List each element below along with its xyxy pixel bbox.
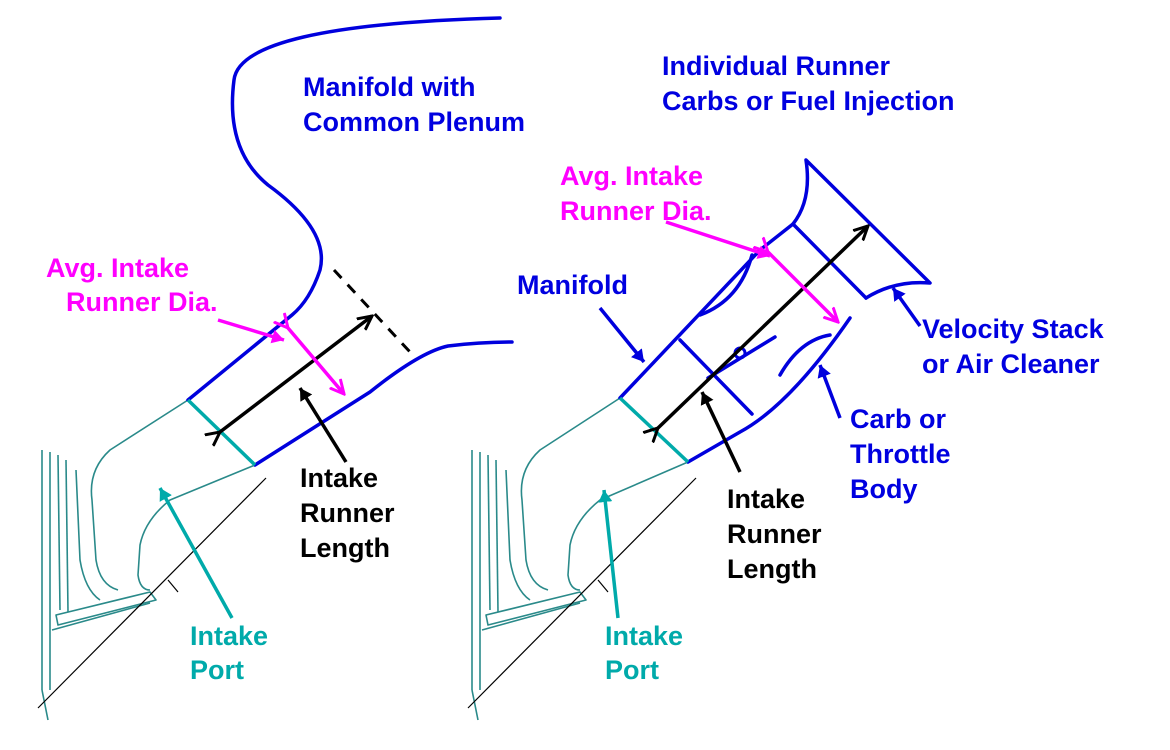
right-panel: Individual Runner Carbs or Fuel Injectio… [467, 51, 1111, 721]
left-valve-stem-tick [167, 579, 179, 593]
right-manifold-pointer [598, 306, 646, 364]
left-length-pointer [298, 387, 348, 463]
right-runner-diameter-arrow [768, 252, 838, 322]
left-runner-diameter-arrow [288, 328, 344, 394]
left-port-label: Intake Port [190, 621, 276, 685]
left-valve-seat-line [37, 477, 267, 709]
right-port-label: Intake Port [605, 621, 691, 685]
left-diameter-pointer [217, 318, 285, 344]
right-length-pointer [700, 391, 742, 473]
left-diameter-label: Avg. Intake Runner Dia. [46, 253, 218, 317]
right-carb-label: Carb or Throttle Body [850, 404, 958, 504]
left-cylinder-head [41, 399, 256, 721]
right-stack-pointer [891, 286, 922, 328]
right-diameter-label: Avg. Intake Runner Dia. [560, 161, 712, 226]
right-valve-stem-tick [597, 579, 609, 593]
right-valve-seat-line [467, 477, 697, 709]
right-title: Individual Runner Carbs or Fuel Injectio… [662, 51, 955, 116]
right-port-pointer [598, 489, 620, 619]
right-stack-label: Velocity Stack or Air Cleaner [922, 314, 1111, 379]
left-title: Manifold with Common Plenum [303, 72, 525, 137]
left-plenum-dash-line [332, 268, 412, 354]
left-port-pointer [158, 487, 234, 619]
left-panel: Manifold with Common Plenum Avg. Intake … [37, 16, 525, 721]
right-carb-pointer [817, 364, 842, 419]
right-cylinder-head [471, 397, 689, 721]
left-runner-length-arrow [220, 316, 372, 432]
left-length-label: Intake Runner Length [300, 463, 402, 563]
right-diameter-pointer [665, 220, 771, 259]
right-manifold-label: Manifold [517, 270, 628, 300]
right-length-label: Intake Runner Length [727, 484, 829, 584]
